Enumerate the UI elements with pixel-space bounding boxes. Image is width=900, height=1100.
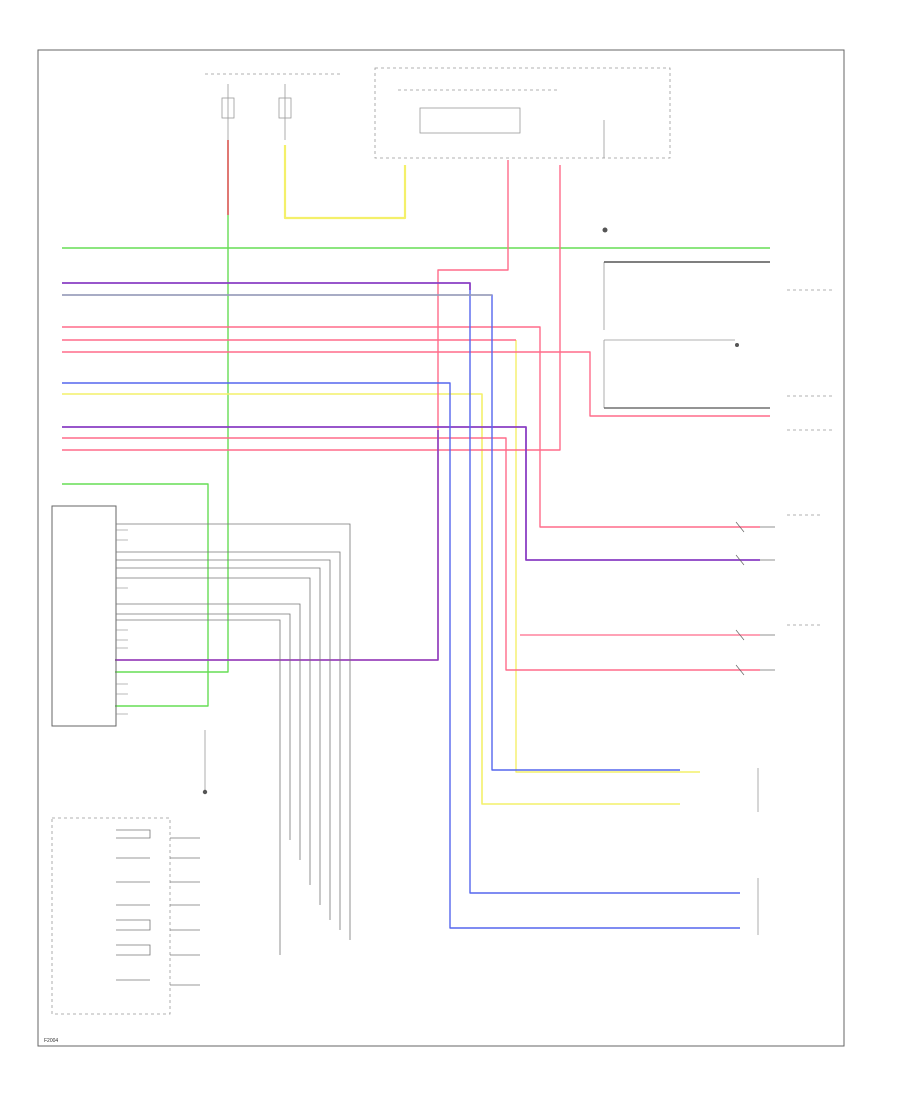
wire-pink-d: [62, 437, 760, 671]
right-sensor-connectors: [757, 526, 775, 935]
wire-yellow-a: [62, 393, 680, 805]
module-pin-ticks: [116, 529, 128, 715]
control-module: [51, 505, 351, 955]
wire-blue-a: [62, 382, 740, 929]
wire-yellow-loop: [283, 145, 407, 220]
wire-group: [62, 140, 770, 929]
wire-pink-a: [62, 326, 760, 528]
module-ground-icon: [202, 730, 208, 795]
wire-green-short: [62, 483, 209, 707]
wire-purple-b: [62, 426, 760, 561]
right-component-boxes: [603, 262, 832, 626]
ground-point-icon: [602, 227, 608, 233]
seat-switch-group: [51, 817, 200, 1015]
diagram-frame: [37, 49, 845, 1047]
wire-pink-c: [62, 351, 770, 417]
wire-purple-a: [62, 282, 471, 290]
wire-pink-e: [62, 165, 561, 451]
wire-green-vertical: [115, 140, 229, 673]
connector-ticks: [735, 521, 745, 676]
wire-pink-top: [115, 160, 509, 661]
hot-at-all-times-fuse-block: [205, 73, 340, 140]
wire-yellow-b: [515, 340, 700, 773]
wire-blue-b: [469, 290, 740, 894]
wire-blue-c: [62, 294, 680, 771]
page-code: F2004: [44, 1038, 58, 1044]
underdash-fuse-relay-box: [374, 67, 671, 159]
wire-purple-c: [115, 430, 439, 661]
